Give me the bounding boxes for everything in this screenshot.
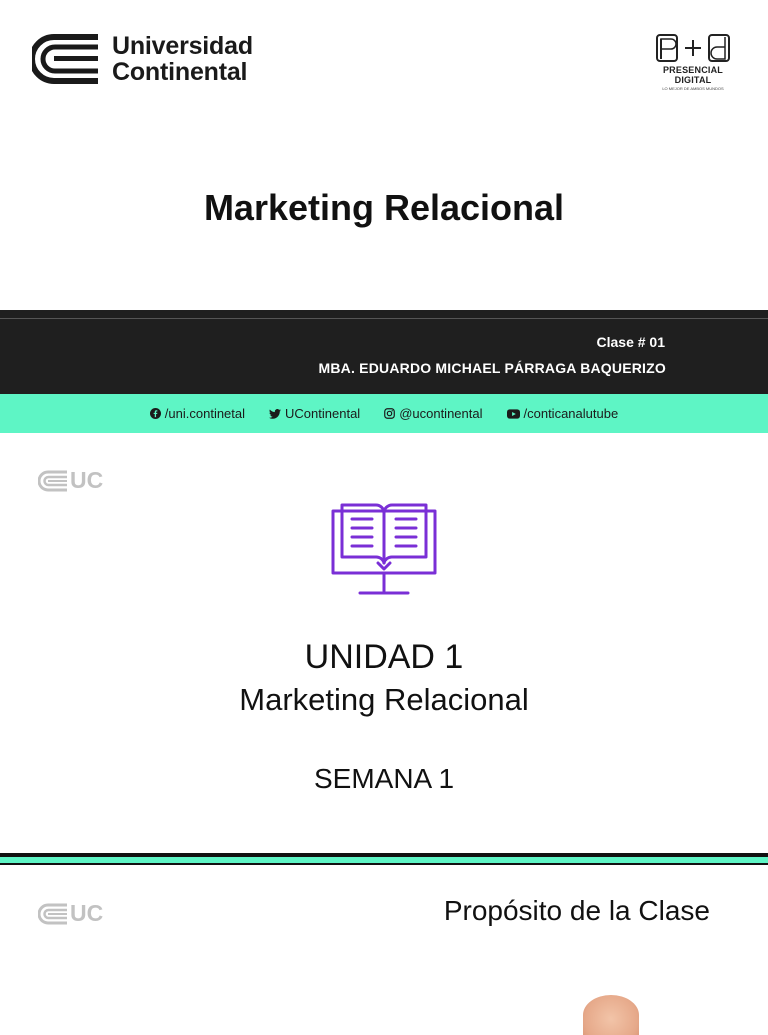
youtube-icon bbox=[506, 408, 520, 419]
youtube-handle: /conticanalutube bbox=[523, 406, 619, 421]
course-title: Marketing Relacional bbox=[203, 187, 565, 228]
social-youtube[interactable]: /conticanalutube bbox=[506, 406, 619, 421]
open-book-monitor-icon bbox=[331, 503, 437, 595]
band-divider bbox=[0, 318, 768, 319]
slide-divider-top bbox=[0, 853, 768, 857]
slide-divider-mint bbox=[0, 857, 768, 863]
social-twitter[interactable]: UContinental bbox=[269, 406, 360, 421]
pd-tagline: LO MEJOR DE AMBOS MUNDOS bbox=[662, 86, 724, 91]
unit-slide: UC UNIDAD 1 Marketing Relacional SEMANA … bbox=[0, 433, 768, 853]
uc-watermark-logo: UC bbox=[38, 467, 103, 494]
social-links-band: /uni.continetal UContinental @ucontinent… bbox=[0, 394, 768, 433]
instagram-handle: @ucontinental bbox=[399, 406, 483, 421]
brand-line2: Continental bbox=[112, 58, 248, 86]
instagram-icon bbox=[384, 408, 396, 419]
uc-logo-text: UC bbox=[70, 900, 104, 926]
week-label: SEMANA 1 bbox=[313, 763, 455, 794]
social-facebook[interactable]: /uni.continetal bbox=[149, 406, 246, 421]
facebook-icon bbox=[149, 408, 161, 419]
unit-subtitle: Marketing Relacional bbox=[239, 682, 529, 717]
twitter-icon bbox=[269, 408, 282, 419]
social-instagram[interactable]: @ucontinental bbox=[384, 406, 483, 421]
uc-emblem-icon bbox=[38, 903, 67, 924]
purpose-title: Propósito de la Clase bbox=[443, 895, 710, 926]
unit-title: UNIDAD 1 bbox=[304, 638, 464, 676]
pd-label: PRESENCIAL DIGITAL bbox=[662, 65, 723, 85]
uc-watermark-logo: UC bbox=[38, 900, 103, 927]
uc-emblem-icon bbox=[32, 34, 98, 84]
uc-logo-text: UC bbox=[70, 467, 104, 493]
pd-emblem-icon bbox=[656, 34, 730, 62]
professor-name: MBA. EDUARDO MICHAEL PÁRRAGA BAQUERIZO bbox=[318, 360, 666, 376]
uc-emblem-icon bbox=[38, 470, 67, 491]
purpose-slide: UC Propósito de la Clase bbox=[0, 865, 768, 1035]
brand-line1: Universidad bbox=[112, 32, 253, 60]
twitter-handle: UContinental bbox=[285, 406, 361, 421]
hand-photo bbox=[583, 995, 639, 1035]
universidad-continental-logo: Universidad Continental bbox=[32, 33, 253, 85]
presencial-digital-logo: PRESENCIAL DIGITAL LO MEJOR DE AMBOS MUN… bbox=[650, 33, 736, 91]
class-info-band: Clase # 01 MBA. EDUARDO MICHAEL PÁRRAGA … bbox=[0, 310, 768, 394]
title-slide: Universidad Continental PRESENCIAL DIGIT… bbox=[0, 0, 768, 433]
slide-divider-bottom bbox=[0, 863, 768, 865]
facebook-handle: /uni.continetal bbox=[164, 406, 246, 421]
class-number: Clase # 01 bbox=[596, 334, 666, 350]
